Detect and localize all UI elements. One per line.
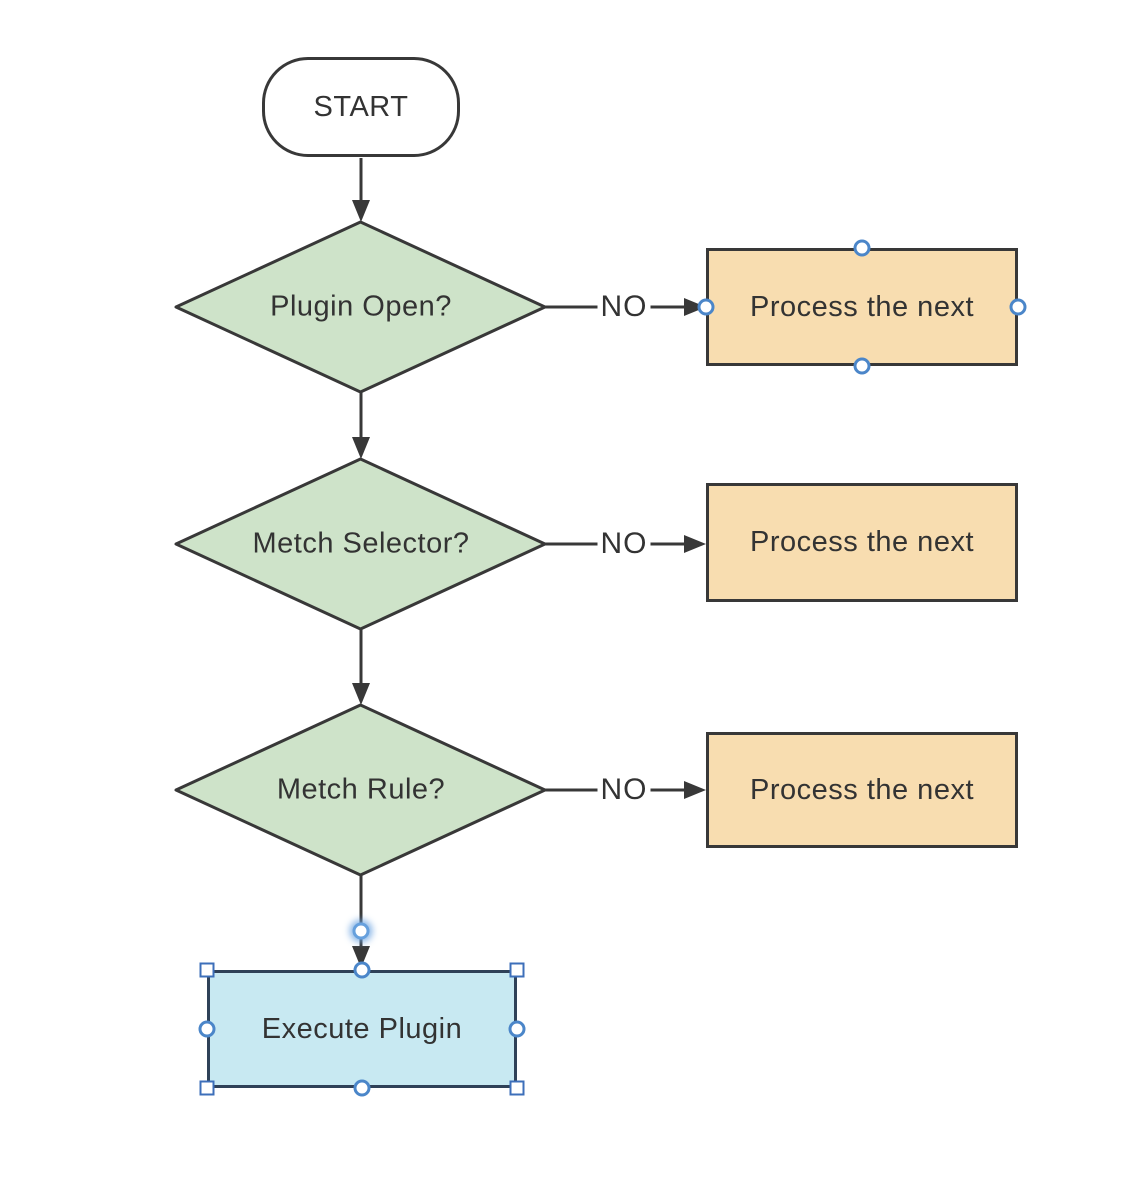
connector-start-to-plugin-open[interactable] [352, 158, 370, 222]
process-node-2[interactable]: Process the next [706, 483, 1018, 602]
process-node-label: Process the next [750, 290, 974, 323]
execute-plugin-node[interactable]: Execute Plugin [207, 970, 517, 1088]
arrowhead-down-icon [352, 200, 370, 222]
arrowhead-down-icon [352, 437, 370, 459]
process-node-1[interactable]: Process the next [706, 248, 1018, 366]
connection-point-left-icon[interactable] [198, 1020, 216, 1038]
connector-metch-selector-to-metch-rule[interactable] [352, 629, 370, 705]
connection-point-right-icon[interactable] [1009, 298, 1027, 316]
edge-label-no-2: NO [597, 527, 651, 561]
connection-point-bottom-icon[interactable] [853, 357, 871, 375]
start-node-label: START [313, 90, 409, 123]
resize-handle-top-right-icon[interactable] [509, 962, 525, 978]
connection-point-top-icon[interactable] [353, 961, 371, 979]
arrowhead-right-icon [684, 298, 706, 316]
arrowhead-right-icon [684, 781, 706, 799]
arrowhead-right-icon [684, 535, 706, 553]
edge-label-no-3: NO [597, 773, 651, 807]
decision-label-metch-rule: Metch Rule? [276, 773, 446, 806]
connection-point-bottom-icon[interactable] [353, 1079, 371, 1097]
process-node-label: Process the next [750, 526, 974, 558]
connection-point-top-icon[interactable] [853, 239, 871, 257]
arrowhead-down-icon [352, 683, 370, 705]
connection-point-left-icon[interactable] [697, 298, 715, 316]
connector-plugin-open-to-metch-selector[interactable] [352, 392, 370, 459]
resize-handle-bottom-right-icon[interactable] [509, 1080, 525, 1096]
decision-label-metch-selector: Metch Selector? [252, 527, 470, 560]
resize-handle-top-left-icon[interactable] [199, 962, 215, 978]
edge-label-no-1: NO [597, 290, 651, 324]
arrowhead-down-icon [352, 946, 370, 968]
process-node-label: Process the next [750, 773, 974, 806]
connector-metch-rule-to-execute-plugin[interactable] [352, 875, 370, 968]
decision-label-plugin-open: Plugin Open? [270, 290, 452, 323]
connector-endpoint-handle-icon[interactable] [352, 922, 370, 940]
execute-plugin-label: Execute Plugin [261, 1012, 463, 1045]
resize-handle-bottom-left-icon[interactable] [199, 1080, 215, 1096]
connection-point-right-icon[interactable] [508, 1020, 526, 1038]
process-node-3[interactable]: Process the next [706, 732, 1018, 848]
start-node[interactable]: START [262, 57, 460, 157]
